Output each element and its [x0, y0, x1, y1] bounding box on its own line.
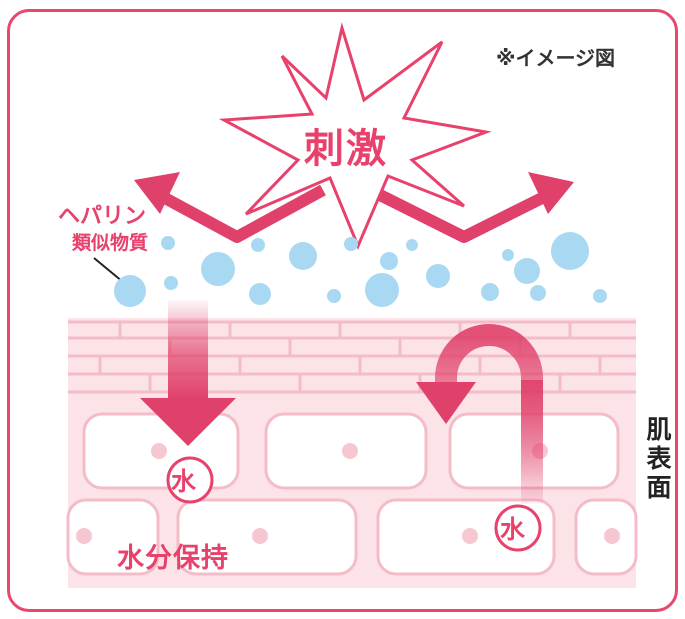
image-note: ※イメージ図 [496, 46, 616, 70]
arrow-up-right-icon [367, 172, 574, 243]
heparin-label-line1: ヘパリン [58, 204, 147, 229]
water-symbol-right: 水 [500, 515, 526, 544]
curved-arrow-icon [416, 324, 543, 504]
stimulus-label: 刺激 [304, 126, 388, 172]
skin-surface-label: 肌表面 [646, 415, 672, 502]
arrow-down-icon [140, 300, 236, 446]
burst-icon [218, 22, 492, 250]
arrow-up-left-icon [134, 172, 326, 243]
bubble-icon [114, 232, 607, 307]
water-symbol-left: 水 [171, 467, 197, 496]
heparin-label-line2: 類似物質 [72, 232, 149, 254]
water-circle-left [166, 456, 214, 504]
water-circle-right [494, 504, 542, 552]
water-retention-label: 水分保持 [117, 543, 229, 574]
heparin-pointer-line [93, 257, 124, 283]
